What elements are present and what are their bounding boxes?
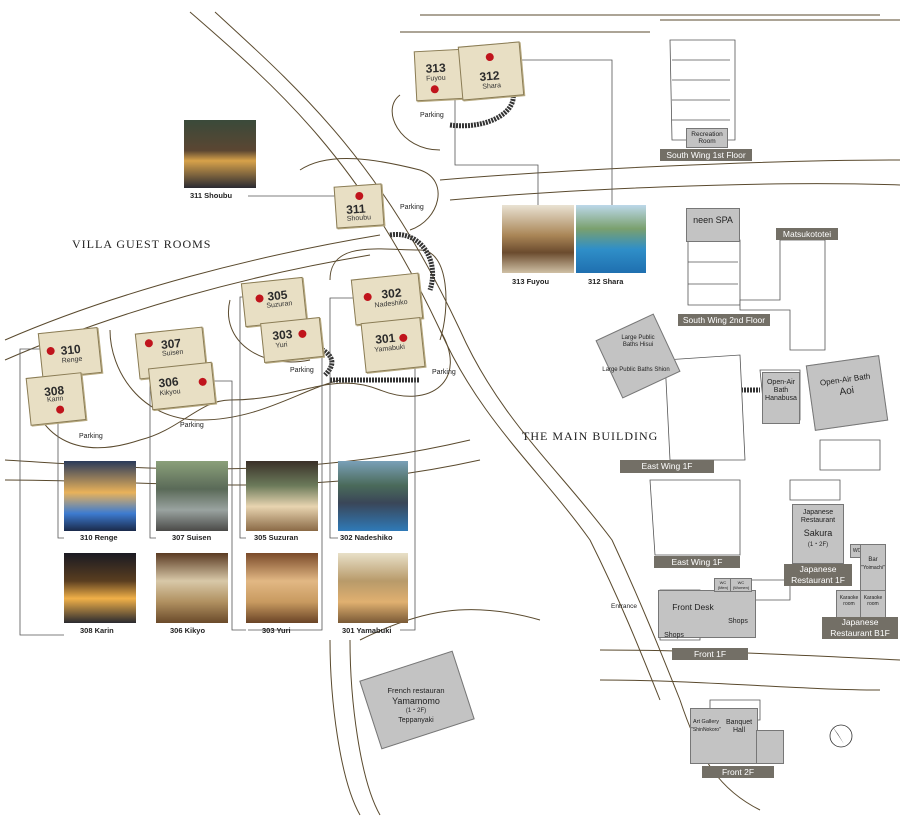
south-wing-1f-label: South Wing 1st Floor xyxy=(660,149,752,161)
wc-women[interactable]: WC (Women) xyxy=(730,578,752,592)
neen-spa[interactable]: neen SPA xyxy=(686,208,740,242)
front-1f-label: Front 1F xyxy=(672,648,748,660)
photo-caption: 310 Renge xyxy=(80,533,118,542)
photo-caption: 308 Karin xyxy=(80,626,114,635)
photo-caption: 306 Kikyo xyxy=(170,626,206,635)
japanese-restaurant-sakura[interactable]: Japanese Restaurant Sakura (1・2F) xyxy=(792,504,844,564)
photo-302[interactable] xyxy=(338,461,408,531)
photo-303[interactable] xyxy=(246,553,318,623)
front-2f-label: Front 2F xyxy=(702,766,774,778)
parking-label: Parking xyxy=(79,433,103,440)
japanese-restaurant-1f-label: Japanese Restaurant 1F xyxy=(784,564,852,586)
parking-label: Parking xyxy=(290,367,314,374)
photo-313[interactable] xyxy=(502,205,574,273)
east-wing-1f-label-b: East Wing 1F xyxy=(654,556,740,568)
photo-301[interactable] xyxy=(338,553,408,623)
photo-311[interactable] xyxy=(184,120,256,188)
banquet-area[interactable]: Art Gallery "ShinNokoro" Banquet Hall xyxy=(690,708,758,764)
matsukototei-label: Matsukototei xyxy=(776,228,838,240)
banquet-annex xyxy=(756,730,784,764)
photo-caption: 301 Yamabuki xyxy=(342,626,392,635)
parking-label: Parking xyxy=(420,112,444,119)
compass-icon xyxy=(829,724,853,748)
open-air-bath-hanabusa[interactable]: Open-Air Bath Hanabusa xyxy=(762,372,800,424)
main-building-section-title: THE MAIN BUILDING xyxy=(522,429,659,443)
entrance-label: Entrance xyxy=(610,603,638,610)
villa-section-title: VILLA GUEST ROOMS xyxy=(72,237,212,251)
photo-307[interactable] xyxy=(156,461,228,531)
photo-caption: 313 Fuyou xyxy=(512,277,550,286)
front-desk-area[interactable]: Front Desk Shops Shops xyxy=(658,590,756,639)
parking-label: Parking xyxy=(400,204,424,211)
photo-caption: 305 Suzuran xyxy=(254,533,299,542)
open-air-bath-aoi[interactable]: Open-Air Bath Aoi xyxy=(805,355,889,431)
photo-caption: 311 Shoubu xyxy=(190,191,233,200)
wc-men[interactable]: WC (Men) xyxy=(714,578,732,592)
photo-caption: 303 Yuri xyxy=(262,626,291,635)
south-wing-2f-label: South Wing 2nd Floor xyxy=(678,314,770,326)
parking-label: Parking xyxy=(432,369,456,376)
photo-305[interactable] xyxy=(246,461,318,531)
japanese-restaurant-b1f-label: Japanese Restaurant B1F xyxy=(822,617,898,639)
karaoke-room-2[interactable]: Karaoke room xyxy=(860,590,886,618)
recreation-room[interactable]: Recreation Room xyxy=(686,128,728,148)
photo-caption: 302 Nadeshiko xyxy=(340,533,393,542)
photo-308[interactable] xyxy=(64,553,136,623)
parking-label: Parking xyxy=(180,422,204,429)
bar-yoimachi[interactable]: Bar "Yoimachi" xyxy=(860,544,886,592)
karaoke-room-1[interactable]: Karaoke room xyxy=(836,590,862,618)
photo-306[interactable] xyxy=(156,553,228,623)
photo-caption: 312 Shara xyxy=(588,277,624,286)
east-wing-1f-label-a: East Wing 1F xyxy=(620,460,714,473)
photo-310[interactable] xyxy=(64,461,136,531)
photo-caption: 307 Suisen xyxy=(172,533,212,542)
photo-312[interactable] xyxy=(576,205,646,273)
